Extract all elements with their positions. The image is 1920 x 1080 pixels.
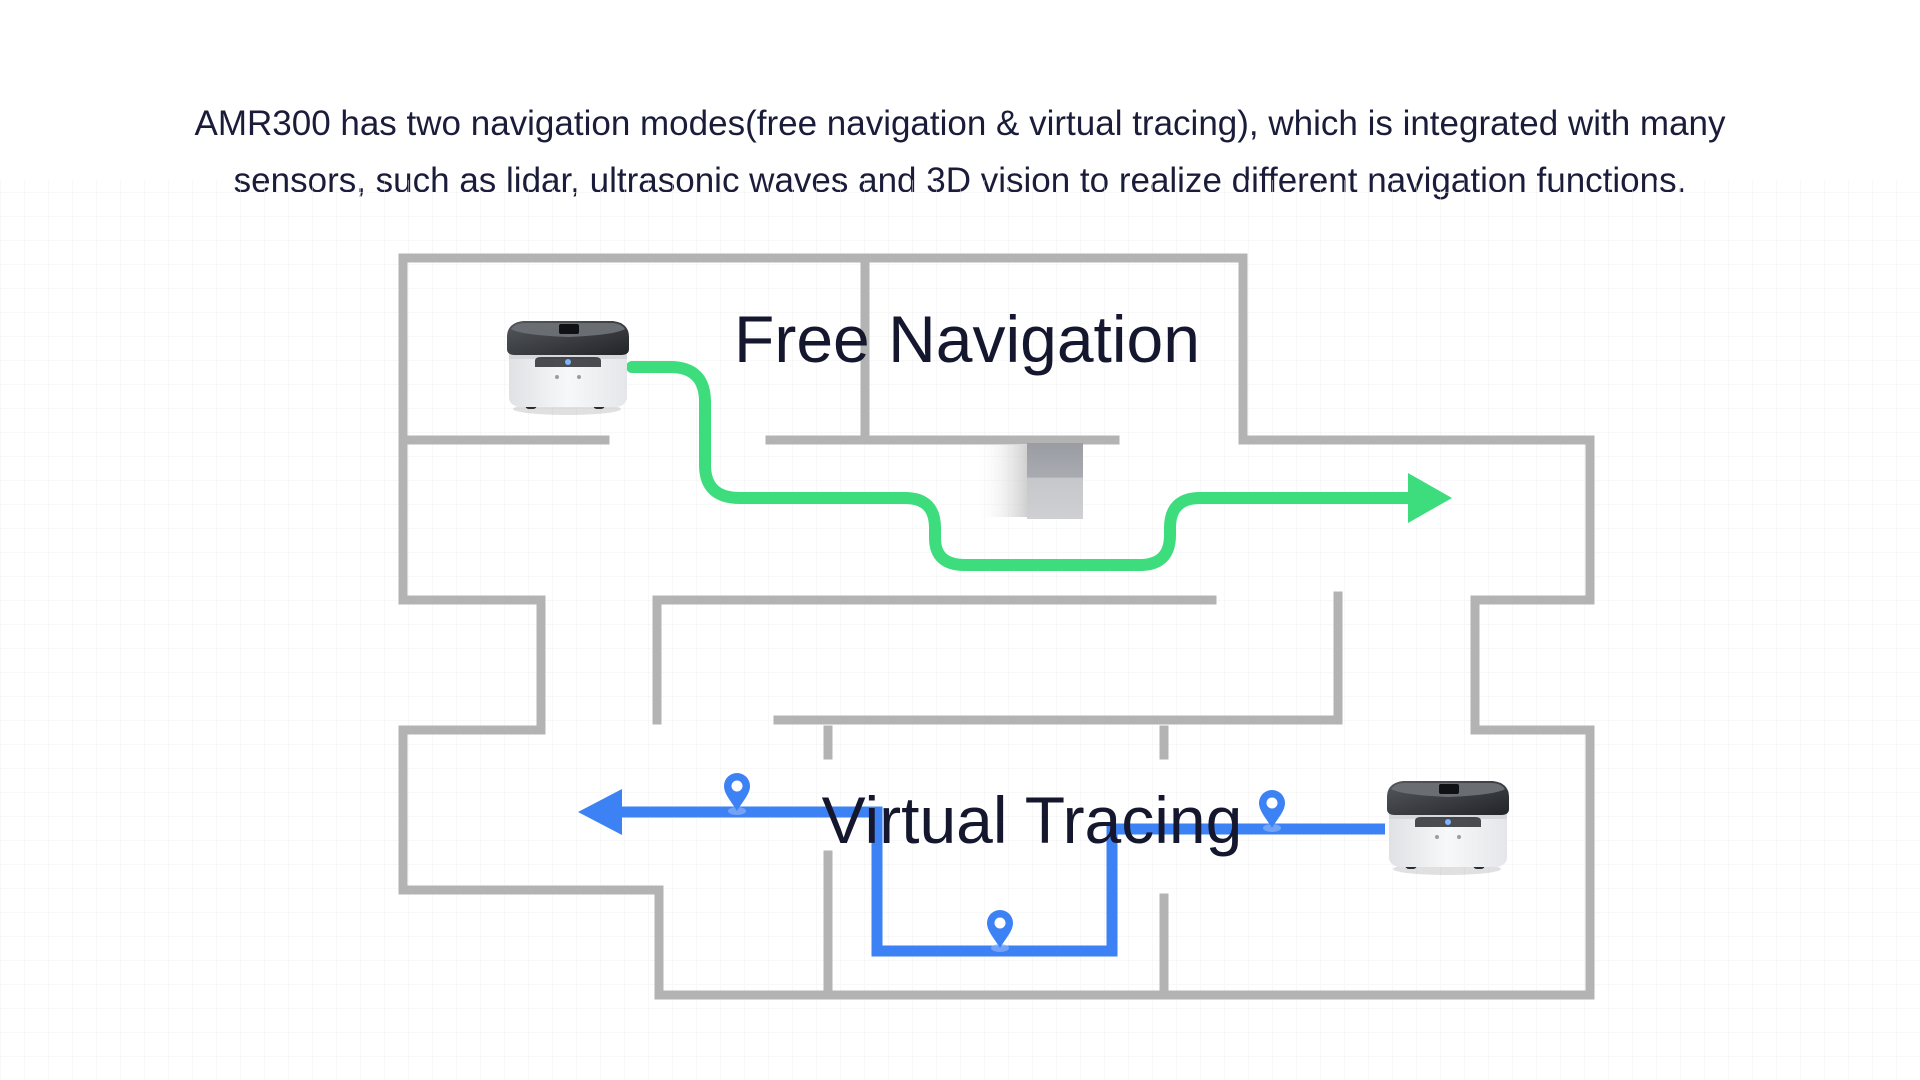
- maze-walls: [398, 253, 1595, 1000]
- amr-robot-icon: [1387, 781, 1509, 875]
- free-navigation-label: Free Navigation: [734, 302, 1200, 376]
- intro-line-1: AMR300 has two navigation modes(free nav…: [194, 104, 1726, 143]
- virtual-tracing-label: Virtual Tracing: [822, 783, 1243, 857]
- box-obstacle-icon: [975, 443, 1083, 519]
- free-navigation-path: [626, 361, 1452, 571]
- virtual-tracing-path: [578, 773, 1385, 957]
- background-grid: [0, 180, 1920, 1080]
- arrow-head-icon: [1408, 473, 1452, 523]
- amr-robot-icon: [507, 321, 629, 415]
- arrow-head-icon: [578, 789, 622, 835]
